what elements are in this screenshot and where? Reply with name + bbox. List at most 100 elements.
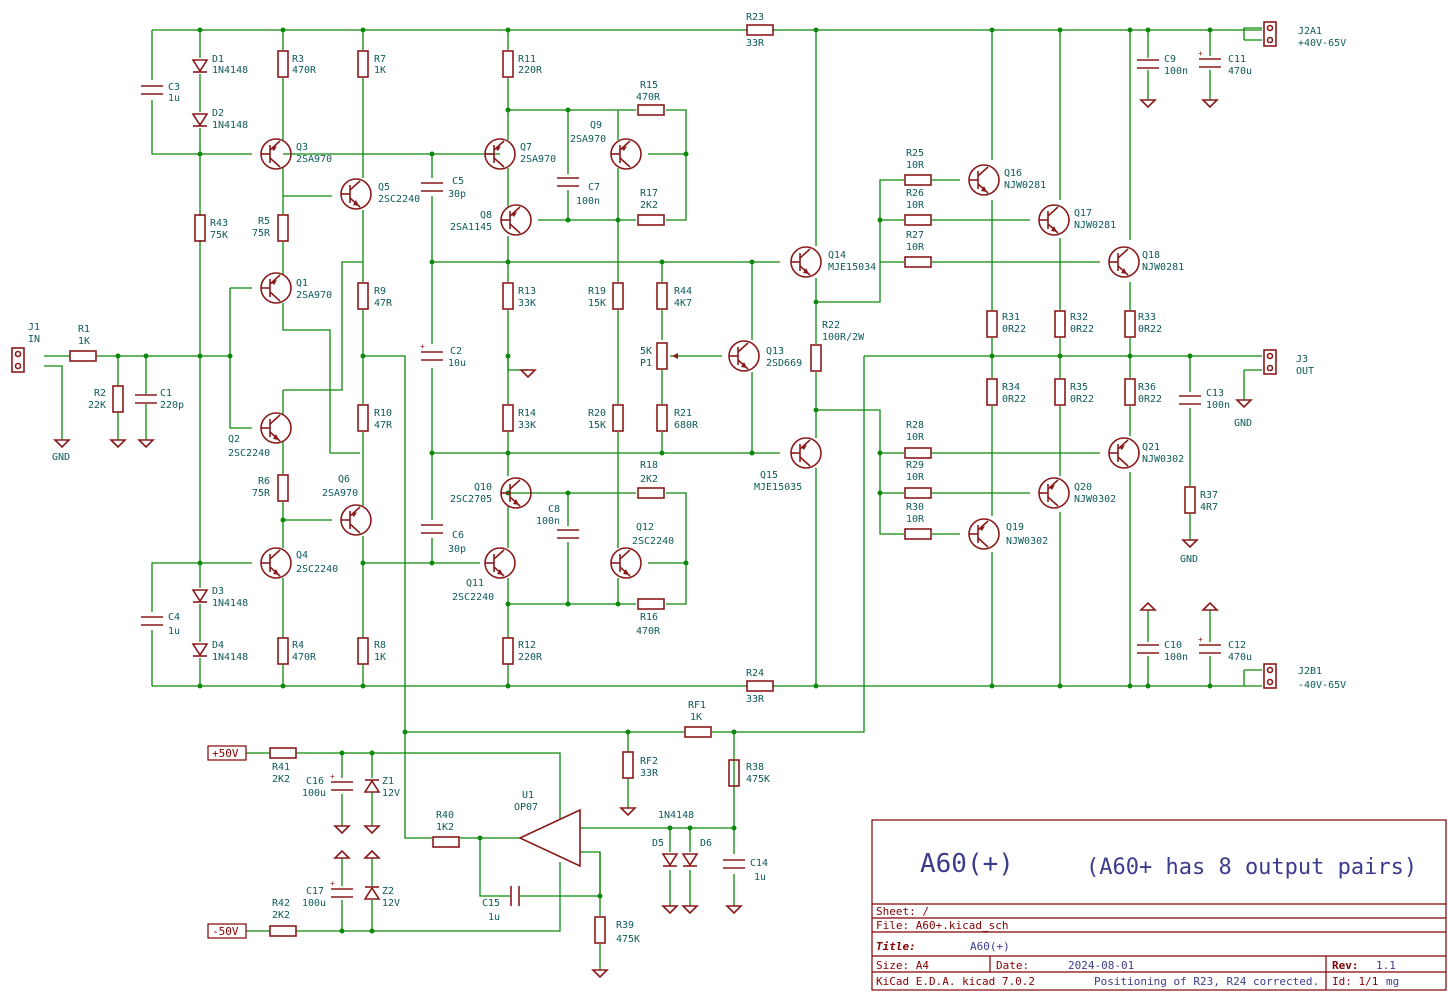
label-R35-value: 0R22	[1070, 394, 1094, 405]
gnd-symbol-15	[725, 905, 743, 915]
label-C5-value: 30p	[448, 189, 466, 200]
gnd-symbol-11	[591, 969, 609, 979]
label-Q21-ref: Q21	[1142, 442, 1160, 453]
label-R17-ref: R17	[640, 188, 658, 199]
gnd-symbol-2	[109, 439, 127, 449]
label-R41-value: 2K2	[272, 774, 290, 785]
label-R15-value: 470R	[636, 92, 661, 103]
label-Q9-value: 2SA970	[570, 134, 606, 145]
label-Q14-ref: Q14	[828, 250, 846, 261]
J2A1-symbol-p1	[1266, 24, 1274, 32]
J2A1-symbol-p2	[1266, 36, 1274, 44]
label-R39-ref: R39	[616, 920, 634, 931]
label-R43-ref: R43	[210, 218, 228, 229]
J2B1-symbol-p2	[1266, 678, 1274, 686]
label-D1-ref: D1	[212, 54, 224, 65]
label-C11-value: 470u	[1228, 66, 1252, 77]
label-R44-ref: R44	[674, 286, 692, 297]
gnd-symbol-7	[1235, 399, 1253, 409]
Z2-symbol	[363, 886, 381, 900]
label-R26-ref: R26	[906, 188, 924, 199]
label-R33-ref: R33	[1138, 312, 1156, 323]
label-R22-ref: R22	[822, 320, 840, 331]
title-note: (A60+ has 8 output pairs)	[1086, 855, 1417, 880]
J2A1-symbol	[1263, 21, 1277, 47]
label-C4-value: 1u	[168, 626, 180, 637]
Q15-symbol-arrow	[801, 445, 807, 450]
label-R29-ref: R29	[906, 460, 924, 471]
label-Q12-ref: Q12	[636, 522, 654, 533]
label-R14-ref: R14	[518, 408, 536, 419]
R13-symbol	[502, 282, 514, 310]
R38-symbol	[728, 759, 740, 787]
C17-symbol-plus: +	[330, 879, 335, 888]
label-Q5-value: 2SC2240	[378, 194, 420, 205]
label-Q13-value: 2SD669	[766, 358, 802, 369]
wires	[44, 27, 1262, 970]
label-R36-ref: R36	[1138, 382, 1156, 393]
label-R12-ref: R12	[518, 640, 536, 651]
label-C11-ref: C11	[1228, 54, 1246, 65]
label-Q11-value: 2SC2240	[452, 592, 494, 603]
Q10-symbol-c	[509, 479, 521, 490]
pos50-flag	[207, 745, 247, 761]
C12-symbol-plus: +	[1198, 635, 1203, 644]
label-R36-value: 0R22	[1138, 394, 1162, 405]
gnd-label-zobel: GND	[1180, 554, 1198, 565]
date-label: Date:	[996, 959, 1029, 972]
label-R42-ref: R42	[272, 898, 290, 909]
label-Q7-value: 2SA970	[520, 154, 556, 165]
label-Q8-ref: Q8	[480, 210, 492, 221]
R22-symbol	[810, 344, 822, 372]
R16-symbol	[637, 598, 665, 610]
label-R12-value: 220R	[518, 652, 543, 663]
Q14-symbol-arrow	[803, 268, 809, 274]
label-Q6-ref: Q6	[338, 474, 350, 485]
label-C12-ref: C12	[1228, 640, 1246, 651]
label-R10-value: 47R	[374, 420, 393, 431]
label-Q19-value: NJW0302	[1006, 536, 1048, 547]
Q12-symbol-c	[619, 549, 631, 560]
label-P1-ref: P1	[640, 358, 652, 369]
R10-symbol	[357, 404, 369, 432]
R30-symbol	[904, 528, 932, 540]
label-R22-value: 100R/2W	[822, 332, 865, 343]
label-C4-ref: C4	[168, 612, 180, 623]
label-C13-value: 100n	[1206, 400, 1230, 411]
label-R44-value: 4K7	[674, 298, 692, 309]
R15-symbol	[637, 104, 665, 116]
label-R2-value: 22K	[88, 400, 106, 411]
label-J3-ref: J3	[1296, 354, 1308, 365]
R41-symbol	[269, 747, 297, 759]
label-C8-value: 100n	[536, 516, 560, 527]
label-C17-value: 100u	[302, 898, 326, 909]
label-Q7-ref: Q7	[520, 142, 532, 153]
label-D1-value: 1N4148	[212, 65, 248, 76]
label-R39-value: 475K	[616, 934, 640, 945]
R11-symbol	[502, 50, 514, 78]
J1-symbol	[11, 347, 25, 373]
label-R21-value: 680R	[674, 420, 699, 431]
R33-symbol	[1124, 310, 1136, 338]
Q8-symbol-e	[509, 223, 521, 234]
label-C7-ref: C7	[588, 182, 600, 193]
label-R8-value: 1K	[374, 652, 386, 663]
file-label: File: A60+.kicad_sch	[876, 919, 1008, 932]
R2-symbol	[112, 385, 124, 413]
Q7-symbol-arrow	[495, 146, 501, 151]
R25-symbol	[904, 174, 932, 186]
gnd-symbol-4	[519, 369, 537, 379]
label-R10-ref: R10	[374, 408, 392, 419]
label-R28-value: 10R	[906, 432, 925, 443]
label-Q8-value: 2SA1145	[450, 222, 492, 233]
R28-symbol	[904, 447, 932, 459]
label-Q20-ref: Q20	[1074, 482, 1092, 493]
pwr-symbol-4	[363, 849, 381, 859]
label-R13-value: 33K	[518, 298, 536, 309]
R27-symbol	[904, 256, 932, 268]
Q9-symbol-arrow	[621, 146, 627, 151]
R26-symbol	[904, 214, 932, 226]
label-P1-value: 5K	[640, 346, 652, 357]
sheet-label: Sheet: /	[876, 905, 929, 918]
size-label: Size: A4	[876, 959, 929, 972]
